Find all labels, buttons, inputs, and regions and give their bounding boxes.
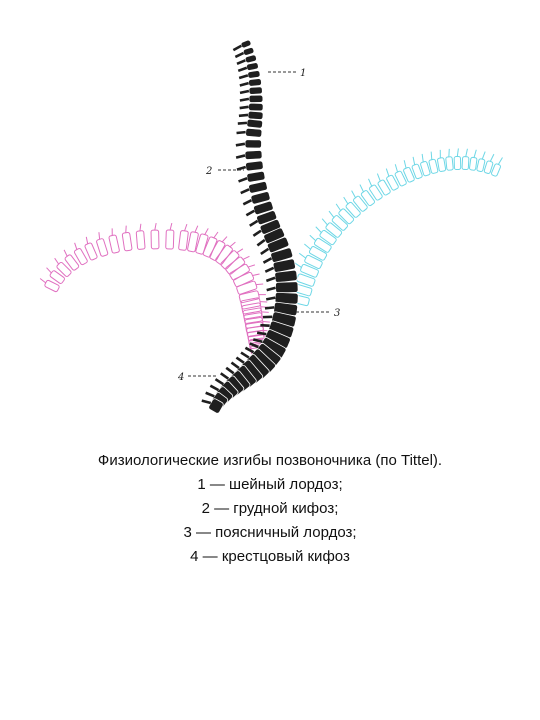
cyan-vertebra <box>315 226 337 246</box>
spine-vertebra <box>237 118 264 129</box>
cyan-vertebra <box>476 151 486 173</box>
spine-vertebra <box>235 139 262 149</box>
cyan-vertebra <box>445 148 454 171</box>
cyan-vertebra <box>343 196 361 218</box>
main-spine-column <box>201 39 299 414</box>
cyan-vertebra <box>321 218 343 238</box>
pink-vertebra <box>233 271 260 288</box>
caption-item-2: 2 — грудной кифоз; <box>201 500 339 517</box>
caption-item-4: 4 — крестцовый кифоз <box>190 548 350 565</box>
callout-label-4: 4 <box>177 372 184 383</box>
spine-vertebra <box>201 398 224 414</box>
callout-label-3: 3 <box>334 308 340 319</box>
spine-vertebra <box>236 127 263 138</box>
spine-vertebra <box>234 47 255 59</box>
callout-label-2: 2 <box>205 166 212 177</box>
spine-vertebra <box>260 236 290 256</box>
callout-4: 4 <box>177 372 216 383</box>
cyan-vertebra <box>483 153 495 174</box>
callout-2: 2 <box>205 166 244 177</box>
spine-vertebra <box>264 258 296 273</box>
cyan-vertebra <box>491 157 503 177</box>
caption-item-3: 3 — поясничный лордоз; <box>183 524 357 541</box>
cyan-vertebra <box>428 151 439 174</box>
cyan-vertebra <box>304 243 328 261</box>
cyan-vertebra <box>420 153 431 177</box>
spine-vertebra <box>238 170 266 183</box>
pink-vertebra <box>187 225 199 253</box>
spine-vertebra <box>239 94 264 103</box>
spine-vertebra <box>249 210 278 227</box>
pink-vertebra <box>54 257 72 277</box>
cyan-vertebra <box>385 168 399 191</box>
spine-vertebra <box>240 181 268 195</box>
spine-vertebra <box>235 150 263 160</box>
spine-vertebra <box>239 102 264 112</box>
pink-spine-curve <box>39 222 273 356</box>
cyan-vertebra <box>335 203 355 225</box>
cyan-vertebra <box>294 262 319 278</box>
cyan-vertebra <box>437 149 447 172</box>
pink-vertebra <box>39 278 60 293</box>
pink-vertebra <box>165 222 175 250</box>
cyan-vertebra <box>376 173 391 196</box>
pink-vertebra <box>209 236 228 261</box>
cyan-vertebra <box>309 234 332 253</box>
spine-vertebra <box>239 86 263 95</box>
spine-vertebra <box>239 78 262 87</box>
cyan-vertebra <box>403 160 415 183</box>
spine-vertebra <box>237 62 259 73</box>
pink-vertebra <box>63 249 80 271</box>
caption-item-1: 1 — шейный лордоз; <box>197 476 343 493</box>
callout-1: 1 <box>268 68 306 79</box>
pink-vertebra <box>121 225 133 252</box>
pink-vertebra <box>96 232 109 257</box>
pink-vertebra <box>150 222 160 250</box>
spine-vertebra <box>265 291 299 305</box>
pink-vertebra <box>84 236 98 261</box>
pink-vertebra <box>236 280 264 295</box>
cyan-vertebra <box>368 178 383 201</box>
cyan-vertebra <box>453 148 462 171</box>
pink-vertebra <box>135 223 146 250</box>
cyan-vertebra <box>351 190 368 212</box>
spine-vertebra <box>262 247 294 264</box>
pink-vertebra <box>238 290 266 304</box>
spine-vertebra <box>236 54 257 66</box>
pink-vertebra <box>108 228 120 254</box>
figure-caption: Физиологические изгибы позвоночника (по … <box>0 449 540 569</box>
spine-vertebra <box>245 200 274 217</box>
pink-vertebra <box>240 297 268 310</box>
spine-vertebra <box>236 160 264 172</box>
pink-vertebra <box>46 267 65 284</box>
callout-label-1: 1 <box>300 68 306 79</box>
spine-vertebra <box>266 281 299 294</box>
cyan-vertebra <box>461 148 470 171</box>
cyan-spine-curve <box>283 148 503 307</box>
spine-vertebra <box>238 70 261 80</box>
spine-vertebra <box>242 191 271 206</box>
caption-title: Физиологические изгибы позвоночника (по … <box>97 452 443 469</box>
pink-vertebra <box>242 307 269 320</box>
cyan-vertebra <box>359 184 375 207</box>
cyan-vertebra <box>469 149 478 171</box>
callout-3: 3 <box>296 308 340 319</box>
cyan-vertebra <box>298 252 323 270</box>
pink-vertebra <box>195 228 209 255</box>
spine-vertebra <box>238 110 264 120</box>
pink-vertebra <box>178 223 189 251</box>
cyan-vertebra <box>411 156 423 180</box>
pink-vertebra <box>73 242 88 266</box>
spine-diagram: 1 2 3 4 <box>39 39 503 414</box>
spine-vertebra <box>232 39 252 52</box>
cyan-vertebra <box>394 164 407 187</box>
cyan-vertebra <box>328 210 348 231</box>
